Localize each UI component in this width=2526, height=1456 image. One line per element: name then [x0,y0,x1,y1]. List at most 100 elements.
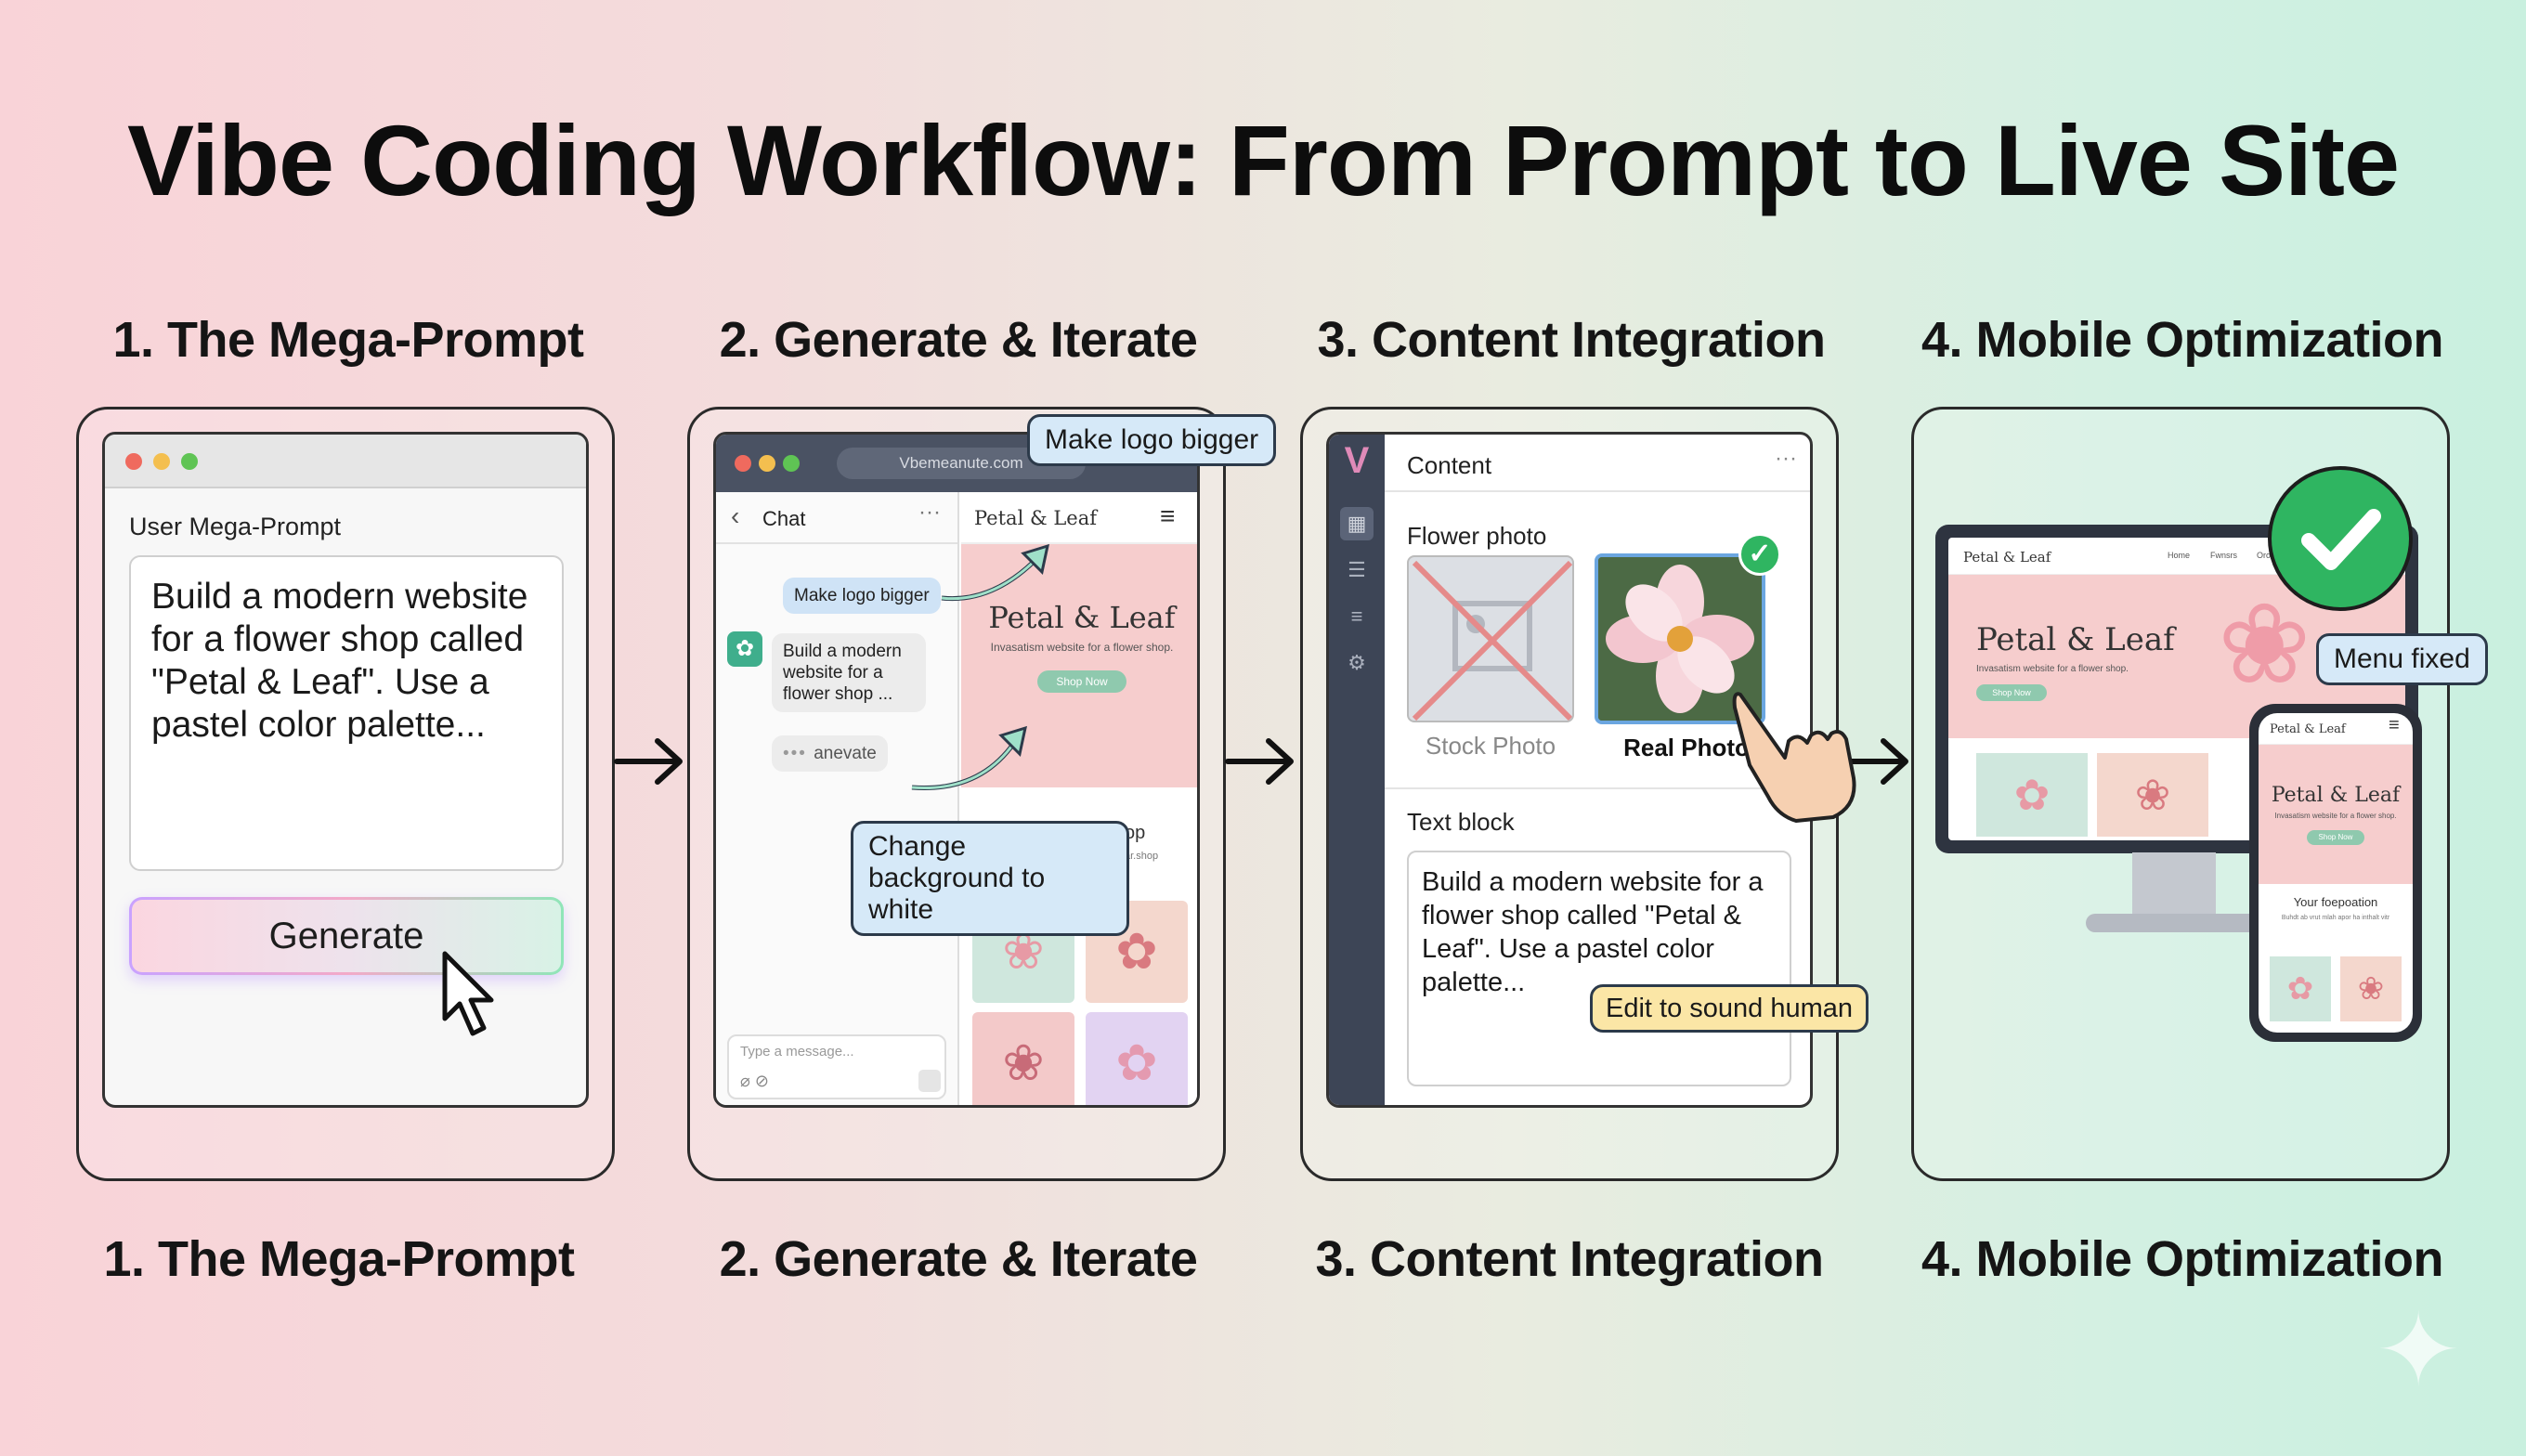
chat-header: ‹ Chat ··· [716,492,957,544]
maximize-dot-icon[interactable] [181,453,198,470]
site-nav: Petal & Leaf ≡ [961,492,1197,544]
more-options-icon[interactable]: ··· [1775,446,1797,471]
arrow-right-icon [1840,738,1908,785]
step-title-3-top: 3. Content Integration [1317,312,1826,368]
real-photo-label: Real Photo [1623,734,1750,761]
mobile-thumbnail: ✿ [2270,956,2331,1021]
step-title-1-top: 1. The Mega-Prompt [112,312,584,368]
mobile-section-text: Buhdt ab vrut mlah apor ha inthalt vitr [2281,915,2390,921]
minimize-dot-icon[interactable] [153,453,170,470]
step-title-2-top: 2. Generate & Iterate [719,312,1198,368]
back-chevron-icon[interactable]: ‹ [731,501,740,530]
close-dot-icon[interactable] [125,453,142,470]
more-options-icon[interactable]: ··· [918,500,941,525]
big-check-badge-icon [2268,466,2413,611]
arrow-right-icon [1225,738,1294,785]
step-title-3-bottom: 3. Content Integration [1315,1231,1824,1287]
stock-photo-card[interactable] [1407,555,1574,722]
cms-header: Content ··· [1385,435,1810,492]
pointing-hand-icon [1732,692,1856,823]
editor-window: Vbemeanute.com ‹ Chat ··· Make logo bigg… [713,432,1200,1108]
typing-text: anevate [814,744,877,763]
step-title-4-bottom: 4. Mobile Optimization [1921,1231,2444,1287]
gear-icon[interactable]: ⚙ [1348,651,1366,674]
minimize-dot-icon[interactable] [759,455,775,472]
typing-dots-icon: ••• [783,744,814,763]
message-input[interactable]: Type a message... ⌀ ⊘ [727,1034,946,1099]
hamburger-menu-icon[interactable]: ≡ [2389,715,2400,735]
window-titlebar [105,435,586,488]
real-photo-card[interactable] [1595,553,1765,724]
site-partial-text: op [1125,823,1146,843]
desktop-hero-title: Petal & Leaf [1976,621,2175,658]
mobile-screen: Petal & Leaf ≡ Petal & Leaf Invasatism w… [2259,713,2413,1033]
site-hero-subtitle: Invasatism website for a flower shop. [990,641,1174,654]
chat-pane: ‹ Chat ··· Make logo bigger ✿ Build a mo… [716,492,959,1105]
monitor-neck [2132,852,2216,917]
curved-arrow-icon [911,725,1028,791]
callout-change-background: Change background to white [851,821,1129,936]
site-logo: Petal & Leaf [974,507,1097,529]
menu-nav-icon[interactable]: ≡ [1350,604,1363,628]
cms-header-title: Content [1407,451,1492,479]
site-partial-text: ar.shop [1125,851,1159,862]
user-message-bubble: Make logo bigger [783,578,941,614]
stock-photo-label: Stock Photo [1425,732,1556,760]
callout-edit-human: Edit to sound human [1590,984,1869,1033]
mobile-logo: Petal & Leaf [2270,722,2346,736]
text-block-editor[interactable]: Build a modern website for a flower shop… [1407,851,1791,1086]
desktop-nav-link[interactable]: Fwnsrs [2210,551,2237,560]
mouse-cursor-icon [442,951,494,1036]
flower-thumbnail: ✿ [1086,1012,1188,1105]
flower-photo-label: Flower photo [1407,522,1547,550]
text-block-label: Text block [1407,808,1515,836]
curved-arrow-icon [941,543,1050,602]
mobile-hero-subtitle: Invasatism website for a flower shop. [2274,812,2397,820]
desktop-hero-subtitle: Invasatism website for a flower shop. [1976,664,2129,674]
sparkle-icon: ✦ [2376,1294,2462,1408]
mobile-shop-button[interactable]: Shop Now [2307,830,2364,845]
mobile-thumbnail: ❀ [2340,956,2402,1021]
desktop-thumbnail: ❀ [2097,753,2208,837]
prompt-textarea[interactable]: Build a modern website for a flower shop… [129,555,564,871]
ai-reply-bubble: Build a modern website for a flower shop… [772,633,926,712]
desktop-nav-link[interactable]: Oro [2257,551,2272,560]
step-title-4-top: 4. Mobile Optimization [1921,312,2444,368]
flower-thumbnail: ❀ [972,1012,1074,1105]
generate-button[interactable]: Generate [129,897,564,975]
hamburger-menu-icon[interactable]: ≡ [1160,501,1176,530]
check-badge-icon: ✓ [1738,533,1781,576]
crossed-out-image-icon [1412,560,1572,721]
cms-sidebar: V ▦ ☰ ≡ ⚙ [1329,435,1385,1105]
divider [1385,787,1810,789]
mobile-hero-title: Petal & Leaf [2271,784,2401,807]
desktop-nav: Petal & Leaf Home Fwnsrs Oro [1948,538,2405,575]
mobile-nav: Petal & Leaf ≡ [2259,713,2413,745]
desktop-flower-icon: ❀ [2218,582,2311,707]
prompt-field-label: User Mega-Prompt [129,513,342,540]
list-nav-icon[interactable]: ☰ [1348,558,1366,581]
mobile-phone: Petal & Leaf ≡ Petal & Leaf Invasatism w… [2249,704,2422,1042]
mobile-hero: Petal & Leaf Invasatism website for a fl… [2259,745,2413,884]
chat-header-title: Chat [762,507,806,530]
app-logo: V [1344,440,1370,481]
typing-indicator: ••• anevate [772,735,888,772]
monitor-base [2086,914,2262,932]
site-shop-button[interactable]: Shop Now [1037,670,1126,693]
ai-avatar-icon: ✿ [727,631,762,667]
mobile-section-title: Your foepoation [2293,895,2378,909]
callout-menu-fixed: Menu fixed [2316,633,2488,685]
prompt-window: User Mega-Prompt Build a modern website … [102,432,589,1108]
step-title-1-bottom: 1. The Mega-Prompt [103,1231,575,1287]
desktop-shop-button[interactable]: Shop Now [1976,684,2047,701]
close-dot-icon[interactable] [735,455,751,472]
desktop-thumbnail: ✿ [1976,753,2088,837]
arrow-right-icon [614,738,683,785]
flower-photo-icon [1598,557,1762,721]
send-icon[interactable] [918,1070,941,1092]
desktop-nav-link[interactable]: Home [2168,551,2191,560]
attachment-icon[interactable]: ⌀ ⊘ [740,1072,769,1090]
maximize-dot-icon[interactable] [783,455,800,472]
cms-window: V ▦ ☰ ≡ ⚙ Content ··· Flower photo Stock… [1326,432,1813,1108]
grid-nav-icon[interactable]: ▦ [1340,507,1374,540]
